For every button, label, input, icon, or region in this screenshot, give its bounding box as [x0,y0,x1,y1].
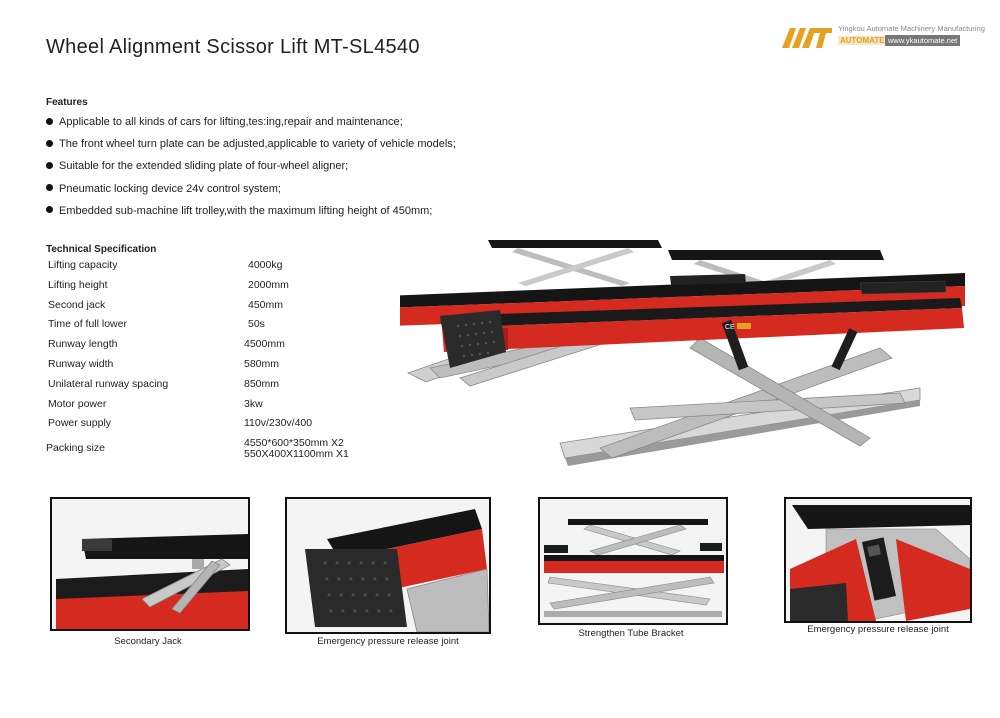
logo-company-name: Yingkou Automate Machinery Manufacturing [838,24,985,33]
logo-mark-icon [782,28,832,48]
brand-mark-icon [737,323,751,329]
detail-caption: Strengthen Tube Bracket [578,628,684,639]
bullet-icon [46,206,53,214]
bullet-icon [46,117,53,125]
feature-text: The front wheel turn plate can be adjust… [59,138,456,151]
spec-value: 450mm [248,298,284,311]
spec-value: 4000kg [248,259,283,271]
tube-bracket-illustration [540,499,726,623]
pressure-joint-closeup-illustration [786,499,970,621]
spec-label: Second jack [48,298,106,311]
logo-url[interactable]: www.ykautomate.net [885,35,961,46]
detail-caption: Emergency pressure release joint [807,624,949,635]
page-title: Wheel Alignment Scissor Lift MT-SL4540 [46,36,420,58]
pressure-joint-illustration [287,499,489,632]
spec-value: 110v/230v/400 [244,417,313,430]
logo-brand: AUTOMATES [838,36,892,45]
spec-row: Power supply 110v/230v/400 [46,414,406,434]
detail-image-pressure-joint-2 [784,497,972,623]
company-logo: Yingkou Automate Machinery Manufacturing… [782,22,985,52]
spec-label: Power supply [48,417,112,430]
spec-value-multiline: 4550*600*350mm X2 550X400X1100mm X1 [244,438,349,460]
spec-label: Packing size [46,442,105,455]
spec-row: Runway width 580mm [46,355,406,375]
feature-item: The front wheel turn plate can be adjust… [46,133,456,155]
spec-label: Runway width [48,357,114,370]
spec-label: Lifting height [48,278,108,291]
spec-label: Lifting capacity [48,259,118,271]
spec-value: 50s [248,318,265,331]
feature-text: Embedded sub-machine lift trolley,with t… [59,204,433,217]
detail-image-secondary-jack [50,497,250,631]
spec-label: Runway length [48,338,118,351]
packing-line-2: 550X400X1100mm X1 [244,448,349,461]
detail-image-pressure-joint [285,497,491,634]
feature-text: Applicable to all kinds of cars for lift… [59,116,403,128]
packing-line-1: 4550*600*350mm X2 [244,437,344,450]
feature-text: Pneumatic locking device 24v control sys… [59,182,281,195]
feature-item: Pneumatic locking device 24v control sys… [46,178,456,200]
spec-heading: Technical Specification [46,244,157,255]
spec-row-packing: Packing size 4550*600*350mm X2 550X400X1… [46,434,406,464]
product-image-scissor-lift: CE [400,240,965,466]
spec-row: Unilateral runway spacing 850mm [46,375,406,395]
detail-caption: Secondary Jack [114,636,182,647]
spec-row: Second jack 450mm [46,296,406,316]
feature-item: Embedded sub-machine lift trolley,with t… [46,200,456,222]
features-heading: Features [46,97,88,108]
spec-table: Lifting capacity 4000kg Lifting height 200… [46,256,406,464]
spec-row: Lifting height 2000mm [46,276,406,296]
spec-row: Lifting capacity 4000kg [46,256,406,276]
spec-row: Time of full lower 50s [46,315,406,335]
spec-value: 580mm [244,357,280,370]
feature-item: Applicable to all kinds of cars for lift… [46,111,456,133]
spec-value: 2000mm [248,278,289,291]
spec-label: Motor power [48,397,107,410]
bullet-icon [46,184,53,192]
secondary-jack-illustration [52,499,248,629]
feature-item: Suitable for the extended sliding plate … [46,155,456,177]
detail-image-tube-bracket [538,497,728,625]
spec-value: 4500mm [244,338,285,351]
spec-value: 850mm [244,377,280,390]
feature-text: Suitable for the extended sliding plate … [59,160,349,173]
ce-mark: CE [725,324,735,331]
spec-label: Unilateral runway spacing [48,377,169,390]
spec-value: 3kw [244,397,263,410]
spec-label: Time of full lower [48,318,127,331]
bullet-icon [46,139,53,147]
spec-row: Motor power 3kw [46,395,406,415]
features-list: Applicable to all kinds of cars for lift… [46,111,456,222]
spec-row: Runway length 4500mm [46,335,406,355]
detail-caption: Emergency pressure release joint [317,636,459,647]
bullet-icon [46,161,53,169]
